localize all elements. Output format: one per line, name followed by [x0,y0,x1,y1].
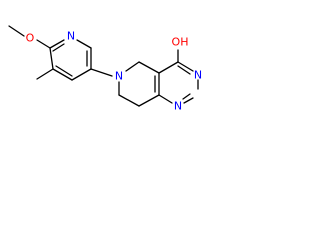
bond-c8a-c8 [138,94,160,107]
bond-pyr-n1-c2 [76,39,92,49]
bond-o-ring [36,39,51,49]
bond-pyr-c4-c5 [52,68,73,81]
bond-pyr-c6-n1 [49,39,65,49]
bond-c5-c4a [138,61,160,74]
bond-c4-n3-double [177,65,191,75]
bond-ring-amine [90,68,113,77]
bond-pyr-c5-c6 [49,47,54,70]
bond-n1-c8a [158,94,173,104]
atom-o-methoxy: O [26,32,35,45]
bond-c4a-c4 [158,61,179,74]
atom-n-pyrimidine-bottom: N [174,100,182,113]
atom-n-pyridine: N [67,30,75,43]
bonds [8,25,199,107]
bond-n6-c5 [125,61,140,72]
bond-pyr-c3-c4 [71,68,92,81]
bond-c4-n3 [177,61,194,72]
bond-c8-c7 [118,94,140,107]
atom-labels: N O N OH N N [26,30,202,113]
molecule-structure: N O N OH N N [8,25,202,113]
bond-c2-n1 [183,97,194,104]
bond-c2-n1-double [182,93,191,100]
bond-methyl-o [8,25,25,37]
atom-n-pyrimidine-right: N [194,69,202,82]
bond-pyr-c4-c5-double [55,65,73,77]
bond-pyr-c6-n1-double [52,43,65,52]
atom-n-amine: N [115,70,123,83]
atom-oh: OH [172,36,189,49]
bond-ring-methyl [36,68,54,80]
